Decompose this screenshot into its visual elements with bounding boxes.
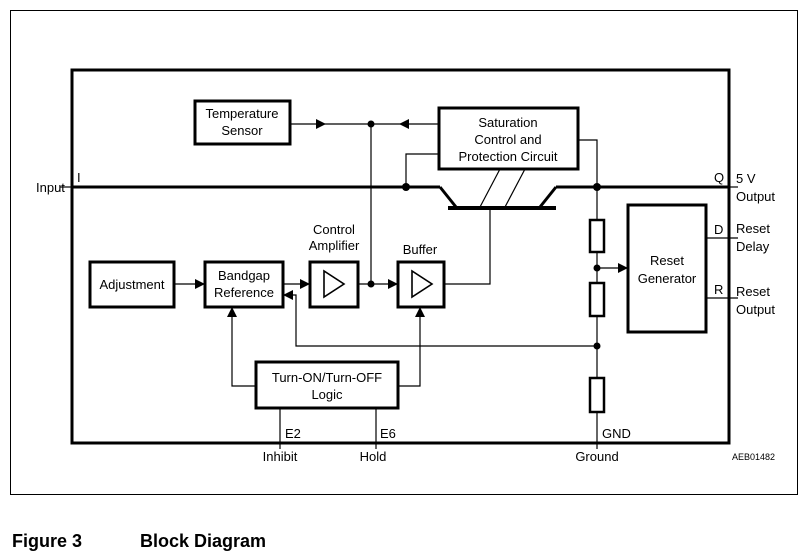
transistor-emitter-in [438, 186, 458, 208]
input-label: Input [36, 180, 65, 195]
figure-title: Block Diagram [140, 531, 267, 551]
bandgap-reference-label-2: Reference [214, 285, 274, 300]
bandgap-reference-label-1: Bandgap [218, 268, 270, 283]
junction-dot [367, 280, 375, 288]
divider-resistor-bottom [588, 376, 606, 414]
turn-on-off-logic-block [254, 360, 400, 410]
arrow-logic-to-buffer [415, 307, 425, 317]
divider-resistor-top [588, 218, 606, 254]
arrow-divider-to-reset [618, 263, 628, 273]
junction-dot [402, 183, 410, 191]
arrow-bandgap-to-amp [300, 279, 310, 289]
control-amplifier-label-1: Control [313, 222, 355, 237]
signal-wiring [174, 123, 738, 449]
saturation-control-block [437, 106, 580, 171]
pin-ground-code: GND [602, 426, 631, 441]
ground-label: Ground [575, 449, 618, 464]
buffer-label: Buffer [403, 242, 438, 257]
reset-generator-block [626, 203, 708, 334]
reset-output-label-1: Reset [736, 284, 770, 299]
arrow-amp-to-buffer [388, 279, 398, 289]
temperature-sensor-block [193, 99, 292, 146]
control-amplifier-symbol [323, 269, 346, 299]
control-amplifier-block [308, 260, 360, 309]
arrow-saturation-in [399, 119, 409, 129]
drawing-code: AEB01482 [732, 452, 775, 462]
hold-label: Hold [360, 449, 387, 464]
turn-on-off-logic-label-2: Logic [311, 387, 343, 402]
chip-outline [70, 68, 731, 445]
pin-reset-output-letter: R [714, 282, 723, 297]
adjustment-block [88, 260, 176, 309]
pin-input-letter: I [77, 170, 81, 185]
junction-dot [593, 183, 601, 191]
junction-dot [593, 342, 601, 350]
temperature-sensor-label-2: Sensor [221, 123, 263, 138]
saturation-control-label-2: Control and [474, 132, 541, 147]
arrow-feedback-to-amp [283, 290, 293, 300]
turn-on-off-logic-label-1: Turn-ON/Turn-OFF [272, 370, 382, 385]
junction-dots [367, 120, 601, 350]
pin-inhibit-code: E2 [285, 426, 301, 441]
reset-delay-label-1: Reset [736, 221, 770, 236]
transistor-collector-out [538, 186, 558, 208]
temperature-sensor-label-1: Temperature [206, 106, 279, 121]
reset-generator-label-2: Generator [638, 271, 697, 286]
arrow-temp-sensor-out [316, 119, 326, 129]
reset-output-label-2: Output [736, 302, 775, 317]
junction-dot [367, 120, 375, 128]
output-label-2: Output [736, 189, 775, 204]
figure-frame [10, 10, 798, 495]
adjustment-label: Adjustment [99, 277, 164, 292]
arrowheads [195, 119, 628, 317]
figure-number: Figure 3 [12, 531, 83, 551]
reset-generator-label-1: Reset [650, 253, 684, 268]
arrow-logic-to-bandgap [227, 307, 237, 317]
junction-dot [593, 264, 601, 272]
output-label-1: 5 V [736, 171, 756, 186]
saturation-control-label-1: Saturation [478, 115, 537, 130]
pin-output-letter: Q [714, 170, 724, 185]
control-amplifier-label-2: Amplifier [309, 238, 360, 253]
buffer-block [396, 260, 446, 309]
pin-reset-delay-letter: D [714, 222, 723, 237]
arrow-adjustment-to-bandgap [195, 279, 205, 289]
pin-hold-code: E6 [380, 426, 396, 441]
reset-delay-label-2: Delay [736, 239, 770, 254]
saturation-control-label-3: Protection Circuit [459, 149, 558, 164]
inhibit-label: Inhibit [263, 449, 298, 464]
divider-resistor-middle [588, 281, 606, 318]
buffer-symbol [411, 269, 434, 299]
